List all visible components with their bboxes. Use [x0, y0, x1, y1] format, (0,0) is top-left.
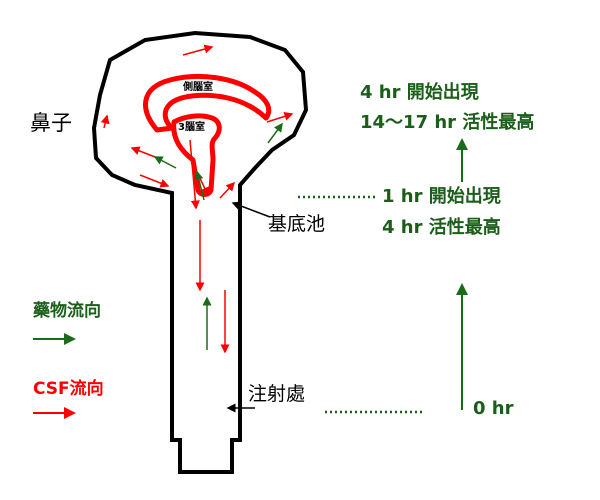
basal-cistern-pointer	[231, 201, 271, 218]
timeline-label-1hr-onset: 1 hr 開始出現	[382, 186, 501, 207]
ventricles	[143, 73, 272, 197]
lateral-ventricle-label: 側腦室	[183, 82, 213, 93]
legend-drug-label: 藥物流向	[33, 301, 101, 321]
csf-arrow	[182, 44, 214, 56]
csf-arrow	[266, 111, 294, 123]
timeline-label-4hr-onset: 4 hr 開始出現	[360, 82, 479, 103]
csf-arrow	[189, 139, 200, 210]
injection-site-label: 注射處	[248, 383, 306, 405]
drug-arrow	[194, 170, 205, 201]
timeline-label-14-17hr-peak: 14～17 hr 活性最高	[360, 112, 535, 133]
basal-cistern-label: 基底池	[268, 213, 326, 235]
timeline-label-4hr-peak: 4 hr 活性最高	[382, 217, 501, 238]
timeline-label-0hr: 0 hr	[473, 398, 514, 419]
brain-spine-outline	[91, 30, 309, 474]
csf-arrow	[130, 146, 156, 158]
nose-label: 鼻子	[30, 111, 72, 135]
legend-csf-label: CSF流向	[33, 379, 104, 399]
csf-arrow	[100, 114, 110, 129]
lateral-ventricle-shape	[143, 73, 272, 133]
drug-arrow	[267, 122, 283, 144]
third-ventricle-label: 3腦室	[178, 122, 205, 133]
csf-arrow	[139, 174, 170, 188]
drug-arrow	[153, 156, 177, 169]
csf-arrow	[219, 181, 236, 199]
drug-flow-arrows	[153, 122, 283, 350]
